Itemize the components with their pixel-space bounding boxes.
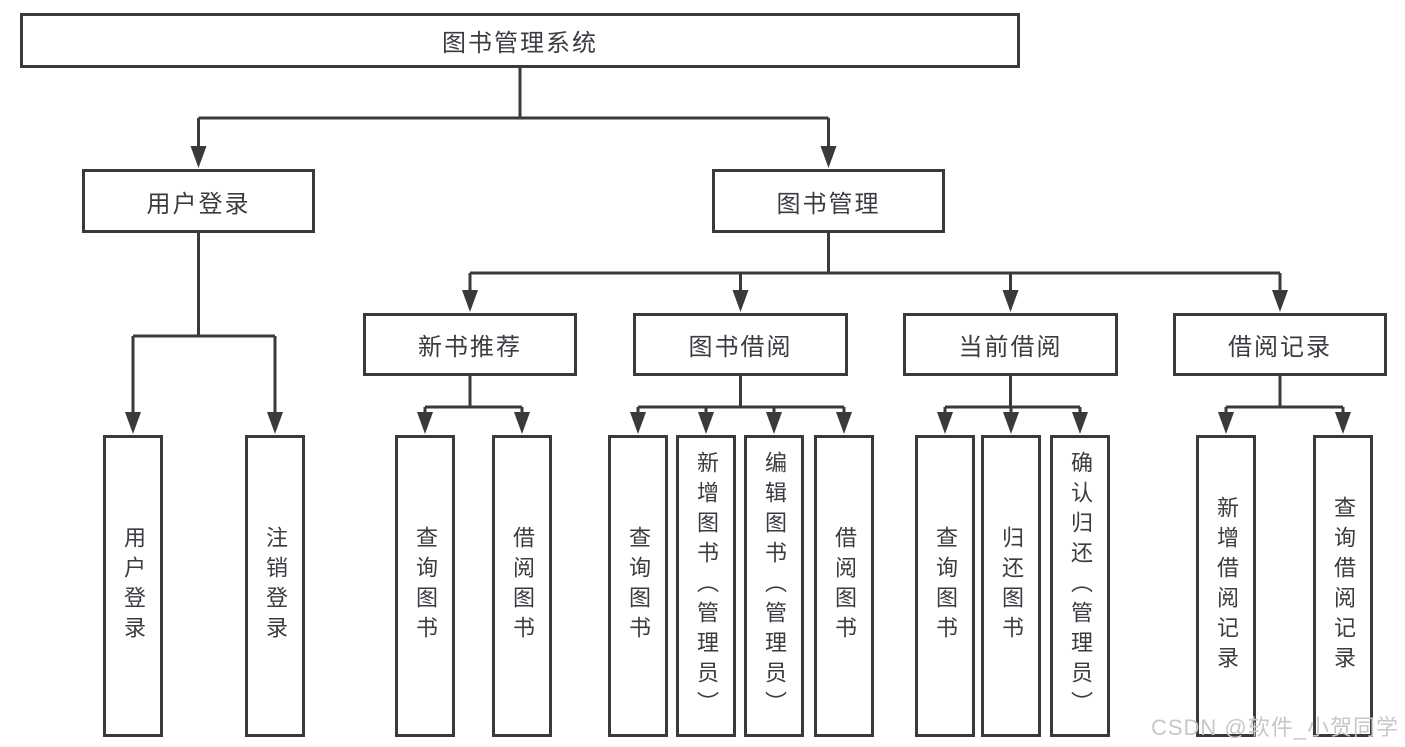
node-label: 归还图书: [999, 526, 1024, 646]
node-book-borrow: 图书借阅: [633, 313, 848, 376]
arrowhead-icon: [766, 412, 782, 434]
arrowhead-icon: [1335, 412, 1351, 434]
arrowhead-icon: [190, 146, 207, 168]
arrowhead-icon: [125, 412, 141, 434]
node-label: 确认归还（管理员）: [1068, 451, 1093, 721]
arrowhead-icon: [820, 146, 837, 168]
node-leaf-query-book-3: 查询图书: [915, 435, 975, 737]
node-label: 图书借阅: [688, 334, 793, 361]
node-label: 注销登录: [263, 526, 288, 646]
node-leaf-return-book: 归还图书: [981, 435, 1041, 737]
node-leaf-borrow-book-2: 借阅图书: [814, 435, 874, 737]
arrowhead-icon: [1002, 290, 1019, 312]
node-borrow-record: 借阅记录: [1173, 313, 1387, 376]
node-label: 新书推荐: [418, 334, 522, 361]
node-user-login: 用户登录: [82, 169, 315, 233]
node-leaf-add-record: 新增借阅记录: [1196, 435, 1256, 737]
node-leaf-query-record: 查询借阅记录: [1313, 435, 1373, 737]
watermark: CSDN @软件_小贺同学: [1150, 715, 1399, 740]
node-label: 借阅图书: [510, 526, 535, 646]
node-label: 查询图书: [933, 526, 958, 646]
arrowhead-icon: [417, 412, 433, 434]
node-leaf-add-book: 新增图书（管理员）: [676, 435, 736, 737]
arrowhead-icon: [698, 412, 714, 434]
arrowhead-icon: [1072, 412, 1088, 434]
node-leaf-query-book-1: 查询图书: [395, 435, 455, 737]
arrowhead-icon: [732, 290, 749, 312]
node-leaf-edit-book: 编辑图书（管理员）: [744, 435, 804, 737]
node-label: 查询图书: [626, 526, 651, 646]
node-label: 编辑图书（管理员）: [762, 451, 787, 721]
arrowhead-icon: [1272, 290, 1288, 312]
node-label: 用户登录: [121, 526, 146, 646]
node-label: 借阅图书: [832, 526, 857, 646]
node-book-mgmt: 图书管理: [712, 169, 945, 233]
node-root: 图书管理系统: [20, 13, 1020, 68]
arrowhead-icon: [514, 412, 530, 434]
node-label: 当前借阅: [958, 334, 1063, 361]
node-new-book-rec: 新书推荐: [363, 313, 577, 376]
node-leaf-logout: 注销登录: [245, 435, 305, 737]
node-label: 查询图书: [413, 526, 438, 646]
arrowhead-icon: [630, 412, 646, 434]
node-label: 用户登录: [146, 190, 251, 218]
arrowhead-icon: [462, 290, 478, 312]
node-label: 查询借阅记录: [1331, 496, 1356, 676]
node-current-borrow: 当前借阅: [903, 313, 1118, 376]
arrowhead-icon: [937, 412, 953, 434]
node-leaf-confirm-return: 确认归还（管理员）: [1050, 435, 1110, 737]
node-leaf-user-login: 用户登录: [103, 435, 163, 737]
node-leaf-query-book-2: 查询图书: [608, 435, 668, 737]
node-label: 图书管理系统: [442, 30, 598, 57]
node-label: 借阅记录: [1228, 334, 1332, 361]
arrowhead-icon: [267, 412, 283, 434]
node-label: 新增借阅记录: [1214, 496, 1239, 676]
arrowhead-icon: [1218, 412, 1234, 434]
node-label: 新增图书（管理员）: [694, 451, 719, 721]
arrowhead-icon: [836, 412, 852, 434]
node-label: 图书管理: [776, 190, 881, 218]
arrowhead-icon: [1003, 412, 1019, 434]
node-leaf-borrow-book-1: 借阅图书: [492, 435, 552, 737]
